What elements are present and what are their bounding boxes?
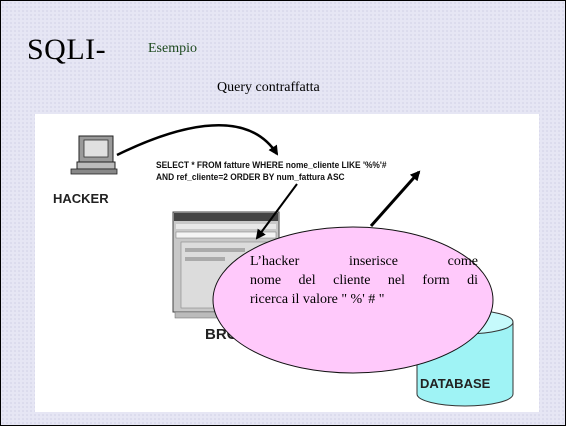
slide-title: SQLI-: [27, 33, 107, 66]
slide-subtitle: Query contraffatta: [217, 80, 320, 95]
callout-pointer-arrow: [369, 170, 421, 227]
hacker-to-query-arrow: [116, 124, 279, 157]
callout-line: L’hacker inserisce come: [250, 254, 478, 269]
callout-line: nome del cliente nel form di: [250, 273, 478, 288]
database-label: DATABASE: [420, 376, 491, 391]
hacker-label: HACKER: [53, 191, 109, 206]
query-to-browser-arrow: [255, 183, 298, 240]
callout-text: L’hacker inserisce come nome del cliente…: [250, 252, 478, 309]
sql-query-line: SELECT * FROM fatture WHERE nome_cliente…: [156, 160, 387, 170]
callout-line: ricerca il valore " %' # ": [250, 292, 385, 307]
hacker-computer-icon: [70, 135, 118, 175]
callout-bubble: [212, 226, 494, 374]
sql-query-line: AND ref_cliente=2 ORDER BY num_fattura A…: [156, 172, 345, 182]
slide-title-suffix: Esempio: [148, 41, 197, 56]
sql-query-text: SELECT * FROM fatture WHERE nome_cliente…: [156, 159, 386, 183]
